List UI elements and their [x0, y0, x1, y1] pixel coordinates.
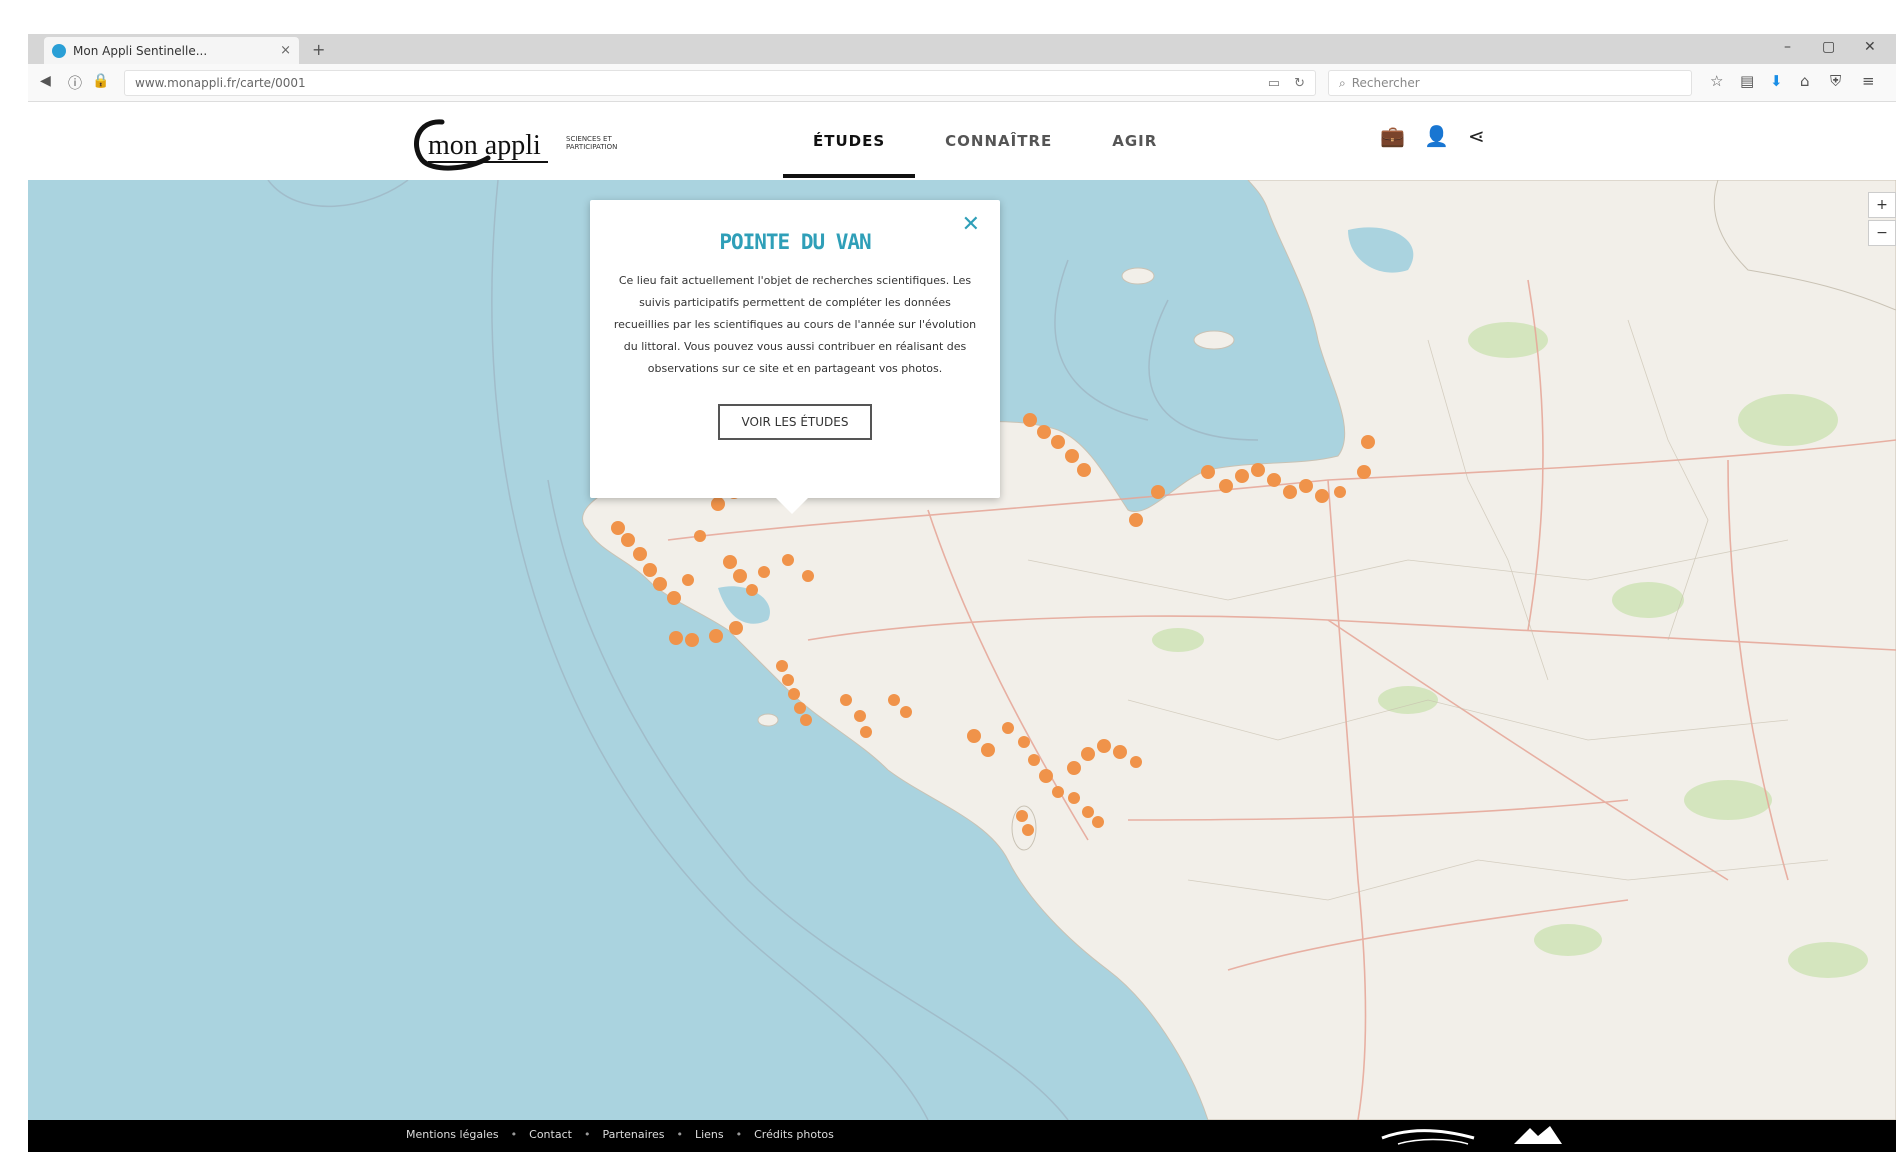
main-nav: ÉTUDES CONNAÎTRE AGIR: [783, 102, 1187, 180]
logo-mark: mon appli: [408, 114, 558, 172]
nav-tab-agir[interactable]: AGIR: [1112, 132, 1158, 150]
footer-link-contact[interactable]: Contact: [529, 1128, 572, 1141]
footer-separator: •: [583, 1128, 591, 1141]
search-icon: ⌕: [1339, 75, 1346, 90]
footer-separator: •: [735, 1128, 743, 1141]
maximize-button[interactable]: ▢: [1822, 39, 1836, 55]
see-studies-button[interactable]: VOIR LES ÉTUDES: [717, 404, 873, 440]
partner-logo[interactable]: [1378, 1122, 1478, 1152]
info-icon[interactable]: ⓘ: [68, 76, 82, 92]
url-text: www.monappli.fr/carte/0001: [135, 76, 306, 90]
library-icon[interactable]: ▤: [1740, 72, 1755, 90]
tab-title: Mon Appli Sentinelle...: [73, 43, 208, 58]
new-tab-button[interactable]: +: [312, 40, 326, 59]
minimize-button[interactable]: –: [1784, 39, 1791, 55]
address-bar[interactable]: www.monappli.fr/carte/0001 ▭ ↻: [124, 70, 1316, 96]
briefcase-icon[interactable]: 💼: [1380, 124, 1405, 148]
site-footer: Mentions légales • Contact • Partenaires…: [28, 1120, 1896, 1152]
shield-icon[interactable]: ⛨: [1830, 72, 1842, 90]
map-canvas: [267, 180, 1896, 1120]
footer-link-legal[interactable]: Mentions légales: [406, 1128, 499, 1141]
footer-link-credits[interactable]: Crédits photos: [754, 1128, 834, 1141]
search-placeholder: Rechercher: [1351, 76, 1420, 90]
reader-mode-icon[interactable]: ▭: [1267, 75, 1281, 91]
partner-logo[interactable]: [1508, 1122, 1568, 1152]
reload-icon[interactable]: ↻: [1294, 75, 1305, 91]
lock-icon: 🔒: [92, 73, 110, 89]
logo-tagline: SCIENCES ET PARTICIPATION: [566, 135, 618, 151]
download-icon[interactable]: ⬇: [1770, 72, 1783, 90]
bookmark-star-icon[interactable]: ☆: [1710, 72, 1724, 90]
home-icon[interactable]: ⌂: [1800, 72, 1810, 90]
footer-separator: •: [510, 1128, 518, 1141]
footer-links: Mentions légales • Contact • Partenaires…: [406, 1128, 834, 1141]
nav-tab-etudes[interactable]: ÉTUDES: [783, 102, 916, 180]
popup-title: POINTE DU VAN: [719, 230, 871, 254]
popup-description: Ce lieu fait actuellement l'objet de rec…: [613, 274, 977, 375]
close-icon[interactable]: ✕: [961, 212, 980, 237]
search-box[interactable]: ⌕ Rechercher: [1328, 70, 1692, 96]
nav-tab-connaitre[interactable]: CONNAÎTRE: [945, 132, 1053, 150]
browser-tab[interactable]: Mon Appli Sentinelle... ×: [44, 37, 299, 64]
footer-link-partners[interactable]: Partenaires: [602, 1128, 665, 1141]
back-icon[interactable]: ◀: [40, 73, 51, 89]
footer-link-links[interactable]: Liens: [694, 1128, 724, 1141]
navigation-toolbar: ◀ ⓘ 🔒 www.monappli.fr/carte/0001 ▭ ↻ ⌕ R…: [28, 64, 1896, 102]
menu-icon[interactable]: ≡: [1862, 72, 1875, 90]
site-popup: ✕ POINTE DU VAN Ce lieu fait actuellemen…: [590, 200, 1000, 514]
site-header: mon appli SCIENCES ET PARTICIPATION ÉTUD…: [28, 102, 1896, 180]
tab-bar: Mon Appli Sentinelle... × + – ▢ ✕: [28, 34, 1896, 64]
logo-text: mon appli: [428, 130, 541, 161]
site-logo[interactable]: mon appli SCIENCES ET PARTICIPATION: [408, 114, 626, 172]
user-icon[interactable]: 👤: [1424, 124, 1449, 148]
zoom-in-button[interactable]: +: [1868, 192, 1896, 218]
zoom-out-button[interactable]: −: [1868, 220, 1896, 246]
close-tab-icon[interactable]: ×: [280, 43, 291, 58]
favicon-icon: [52, 43, 66, 58]
map-view[interactable]: ✕ POINTE DU VAN Ce lieu fait actuellemen…: [28, 180, 1896, 1120]
footer-separator: •: [676, 1128, 683, 1141]
browser-window: Mon Appli Sentinelle... × + – ▢ ✕ ◀ ⓘ 🔒 …: [28, 34, 1896, 1152]
close-window-button[interactable]: ✕: [1864, 39, 1876, 55]
share-icon[interactable]: ⋖: [1468, 124, 1485, 148]
